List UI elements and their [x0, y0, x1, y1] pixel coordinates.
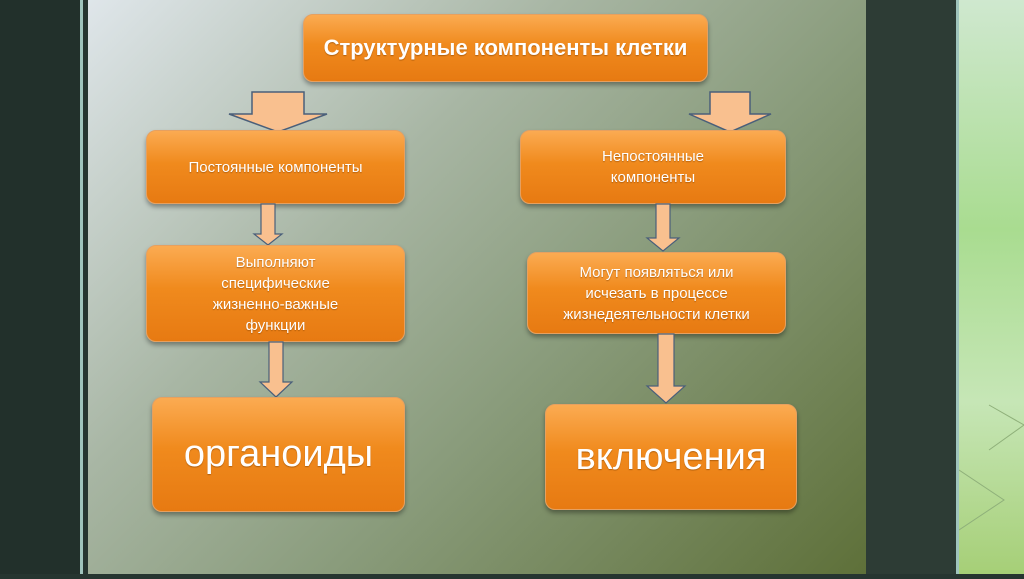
node-nonpermanent-components: Непостоянные компоненты	[520, 130, 786, 204]
node-label: Могут появляться или исчезать в процессе…	[563, 263, 750, 323]
node-permanent-components: Постоянные компоненты	[146, 130, 405, 204]
down-arrow-icon	[645, 333, 687, 404]
node-label: Непостоянные компоненты	[602, 148, 704, 186]
node-vital-functions: Выполняют специфические жизненно-важные …	[146, 245, 405, 342]
green-side-panel	[958, 0, 1024, 574]
down-arrow-icon	[228, 91, 328, 133]
root-node-label: Структурные компоненты клетки	[323, 35, 688, 60]
chevron-decoration-icon	[958, 404, 1024, 531]
divider-line	[80, 0, 83, 574]
down-arrow-icon	[688, 91, 772, 133]
down-arrow-icon	[645, 203, 681, 252]
node-inclusions: включения	[545, 404, 797, 510]
node-appear-disappear: Могут появляться или исчезать в процессе…	[527, 252, 786, 334]
node-label: включения	[575, 435, 767, 478]
node-label: Постоянные компоненты	[188, 158, 363, 176]
down-arrow-icon	[258, 341, 294, 398]
node-organoids: органоиды	[152, 397, 405, 512]
right-dark-strip	[866, 0, 957, 574]
left-dark-strip	[0, 0, 80, 574]
divider-line	[956, 0, 959, 574]
down-arrow-icon	[252, 203, 284, 246]
root-node: Структурные компоненты клетки	[303, 14, 708, 82]
node-label: органоиды	[183, 433, 374, 475]
node-label: Выполняют специфические жизненно-важные …	[212, 253, 339, 334]
